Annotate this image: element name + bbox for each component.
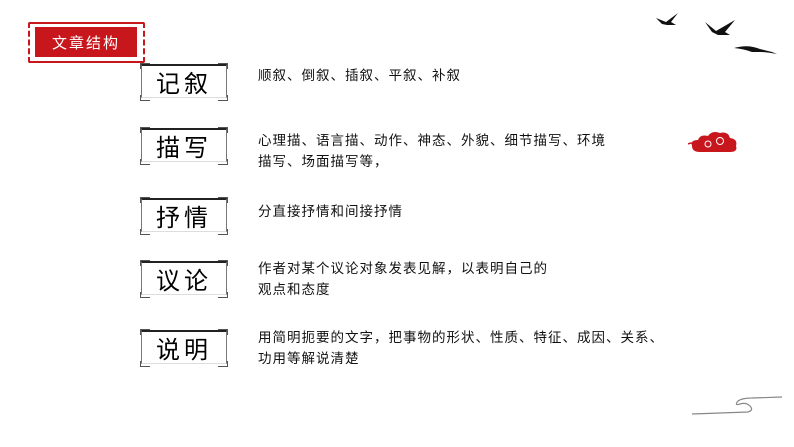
description-line: 观点和态度 bbox=[258, 282, 331, 298]
section-title-stamp: 文章结构 bbox=[28, 22, 145, 63]
description-line: 心理描、语言描、动作、神态、外貌、细节描写、环境 bbox=[258, 133, 606, 149]
section-label-frame: 议论 bbox=[140, 260, 228, 298]
section-description: 用简明扼要的文字，把事物的形状、性质、特征、成因、关系、 功用等解说清楚 bbox=[258, 328, 664, 370]
section-label: 抒情 bbox=[156, 204, 212, 232]
section-label: 记叙 bbox=[156, 70, 212, 98]
description-line: 顺叙、倒叙、插叙、平叙、补叙 bbox=[258, 68, 461, 84]
section-label: 描写 bbox=[156, 134, 212, 162]
description-line: 功用等解说清楚 bbox=[258, 351, 360, 367]
stamp-title: 文章结构 bbox=[35, 27, 137, 57]
description-line: 描写、场面描写等， bbox=[258, 154, 389, 170]
section-label-frame: 描写 bbox=[140, 127, 228, 165]
description-line: 用简明扼要的文字，把事物的形状、性质、特征、成因、关系、 bbox=[258, 330, 664, 346]
section-label-frame: 记叙 bbox=[140, 63, 228, 101]
section-description: 分直接抒情和间接抒情 bbox=[258, 202, 403, 223]
ink-swoosh-icon bbox=[691, 396, 783, 415]
description-line: 分直接抒情和间接抒情 bbox=[258, 204, 403, 220]
section-label: 说明 bbox=[156, 336, 212, 364]
flying-birds-icon bbox=[656, 13, 777, 54]
section-description: 顺叙、倒叙、插叙、平叙、补叙 bbox=[258, 66, 461, 87]
section-description: 心理描、语言描、动作、神态、外貌、细节描写、环境 描写、场面描写等， bbox=[258, 131, 606, 173]
section-label-frame: 说明 bbox=[140, 329, 228, 367]
section-label: 议论 bbox=[156, 267, 212, 295]
section-description: 作者对某个议论对象发表见解，以表明自己的 观点和态度 bbox=[258, 259, 548, 301]
auspicious-cloud-icon bbox=[688, 132, 737, 152]
section-label-frame: 抒情 bbox=[140, 197, 228, 235]
description-line: 作者对某个议论对象发表见解，以表明自己的 bbox=[258, 261, 548, 277]
